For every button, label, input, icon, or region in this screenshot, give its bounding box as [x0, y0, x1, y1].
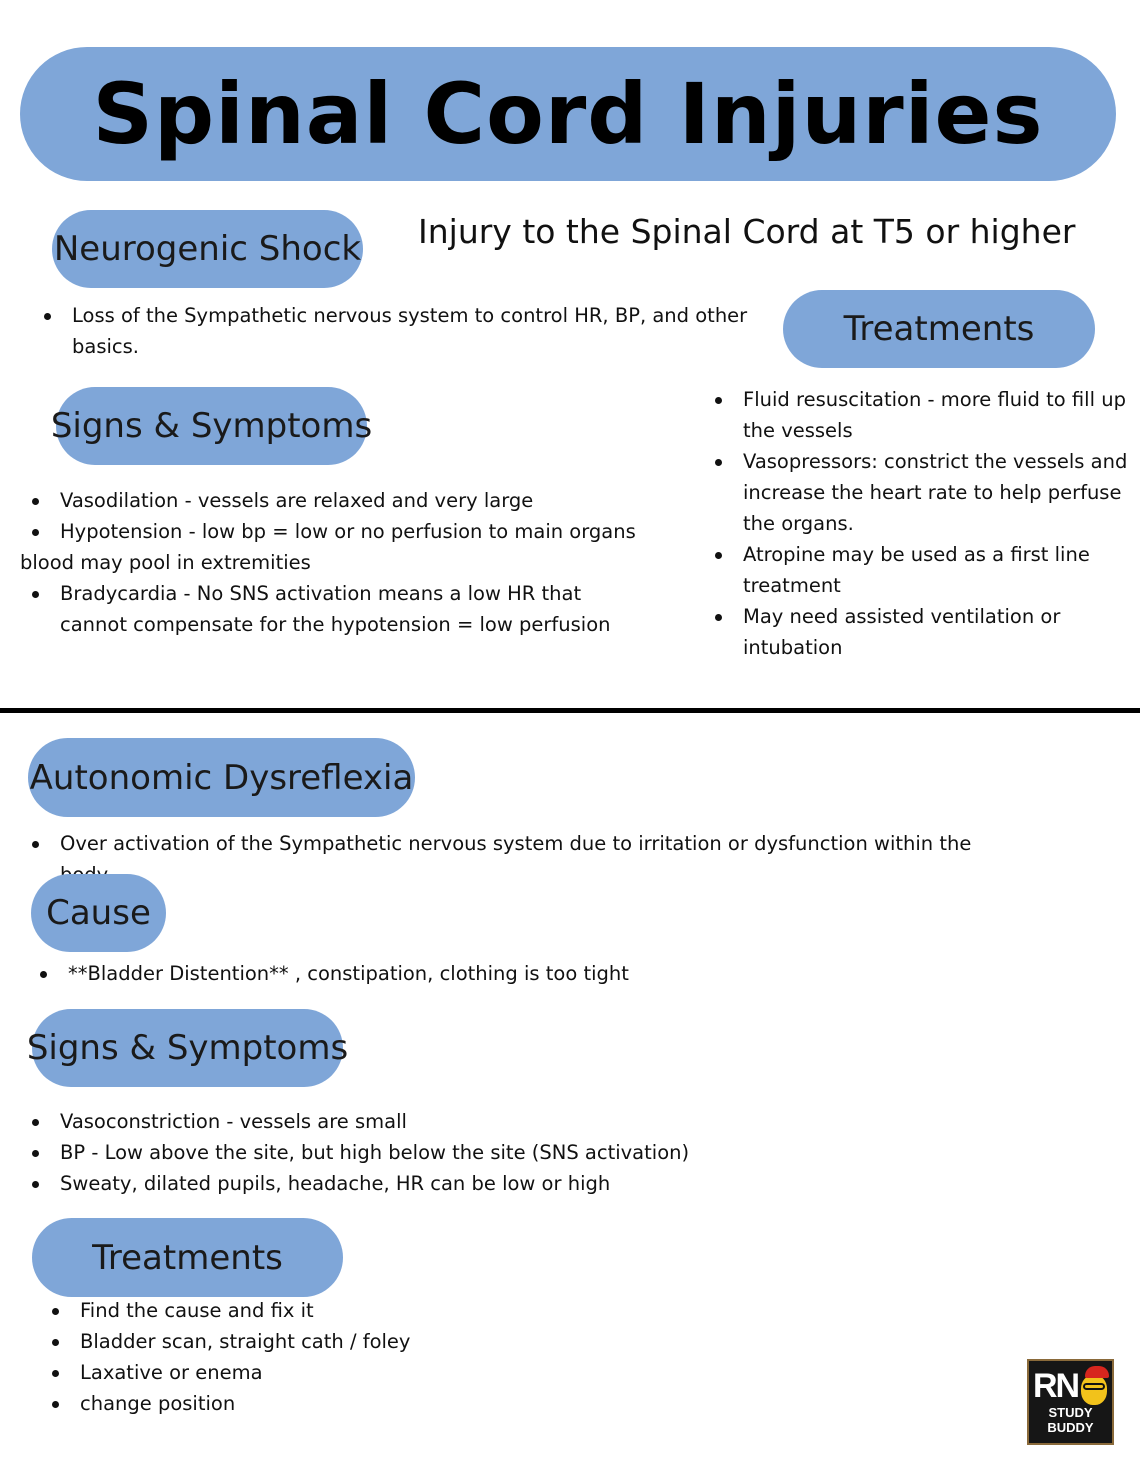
logo-rn-text: RN	[1033, 1367, 1080, 1405]
pencil-mascot-icon	[1081, 1375, 1107, 1405]
list-item: Hypotension - low bp = low or no perfusi…	[22, 516, 662, 547]
treatments-label: Treatments	[92, 1237, 283, 1278]
neurogenic-treatments-list: Fluid resuscitation - more fluid to fill…	[705, 384, 1130, 663]
cause-label: Cause	[46, 893, 151, 933]
neurogenic-shock-heading: Neurogenic Shock	[52, 210, 363, 288]
list-item: change position	[42, 1388, 642, 1419]
cause-heading: Cause	[31, 874, 166, 952]
neurogenic-bullets: Loss of the Sympathetic nervous system t…	[34, 300, 774, 362]
dysreflexia-treatments-heading: Treatments	[32, 1218, 343, 1297]
list-item: Sweaty, dilated pupils, headache, HR can…	[22, 1168, 922, 1199]
page-title: Spinal Cord Injuries	[92, 65, 1044, 163]
list-item: Bradycardia - No SNS activation means a …	[22, 578, 622, 640]
neurogenic-signs-heading: Signs & Symptoms	[51, 387, 372, 465]
rn-study-buddy-logo: RN STUDY BUDDY	[1027, 1359, 1114, 1445]
dysreflexia-heading: Autonomic Dysreflexia	[28, 738, 415, 817]
list-item: Atropine may be used as a first line tre…	[705, 539, 1130, 601]
neurogenic-signs-list-b: Bradycardia - No SNS activation means a …	[22, 578, 622, 640]
dysreflexia-treatments-list: Find the cause and fix it Bladder scan, …	[42, 1295, 642, 1419]
list-item: Vasopressors: constrict the vessels and …	[705, 446, 1130, 539]
list-item: Find the cause and fix it	[42, 1295, 642, 1326]
neurogenic-subtitle: Injury to the Spinal Cord at T5 or highe…	[418, 212, 1076, 251]
list-item: Fluid resuscitation - more fluid to fill…	[705, 384, 1130, 446]
neurogenic-signs-list-a: Vasodilation - vessels are relaxed and v…	[22, 485, 662, 547]
section-divider	[0, 708, 1140, 713]
signs-symptoms-label: Signs & Symptoms	[50, 406, 373, 446]
neurogenic-shock-label: Neurogenic Shock	[53, 229, 362, 269]
title-banner: Spinal Cord Injuries	[20, 47, 1116, 181]
list-item: Vasodilation - vessels are relaxed and v…	[22, 485, 662, 516]
cause-bullets: **Bladder Distention** , constipation, c…	[30, 958, 730, 989]
treatments-label: Treatments	[843, 309, 1035, 349]
dysreflexia-bullets: Over activation of the Sympathetic nervo…	[22, 828, 1022, 890]
signs-symptoms-label: Signs & Symptoms	[26, 1028, 349, 1068]
list-item: Loss of the Sympathetic nervous system t…	[34, 300, 774, 362]
list-item: Vasoconstriction - vessels are small	[22, 1106, 922, 1137]
logo-study-buddy-text: STUDY BUDDY	[1047, 1405, 1094, 1435]
nurse-hat-icon	[1085, 1366, 1109, 1378]
list-item: **Bladder Distention** , constipation, c…	[30, 958, 730, 989]
list-item: Laxative or enema	[42, 1357, 642, 1388]
glasses-icon	[1083, 1383, 1105, 1390]
dysreflexia-signs-heading: Signs & Symptoms	[27, 1009, 348, 1087]
list-item: Bladder scan, straight cath / foley	[42, 1326, 642, 1357]
dysreflexia-label: Autonomic Dysreflexia	[29, 757, 414, 798]
neurogenic-treatments-heading: Treatments	[783, 290, 1095, 368]
list-item: Over activation of the Sympathetic nervo…	[22, 828, 1022, 890]
dysreflexia-signs-list: Vasoconstriction - vessels are small BP …	[22, 1106, 922, 1199]
signs-continuation: blood may pool in extremities	[20, 551, 311, 574]
list-item: May need assisted ventilation or intubat…	[705, 601, 1130, 663]
list-item: BP - Low above the site, but high below …	[22, 1137, 922, 1168]
